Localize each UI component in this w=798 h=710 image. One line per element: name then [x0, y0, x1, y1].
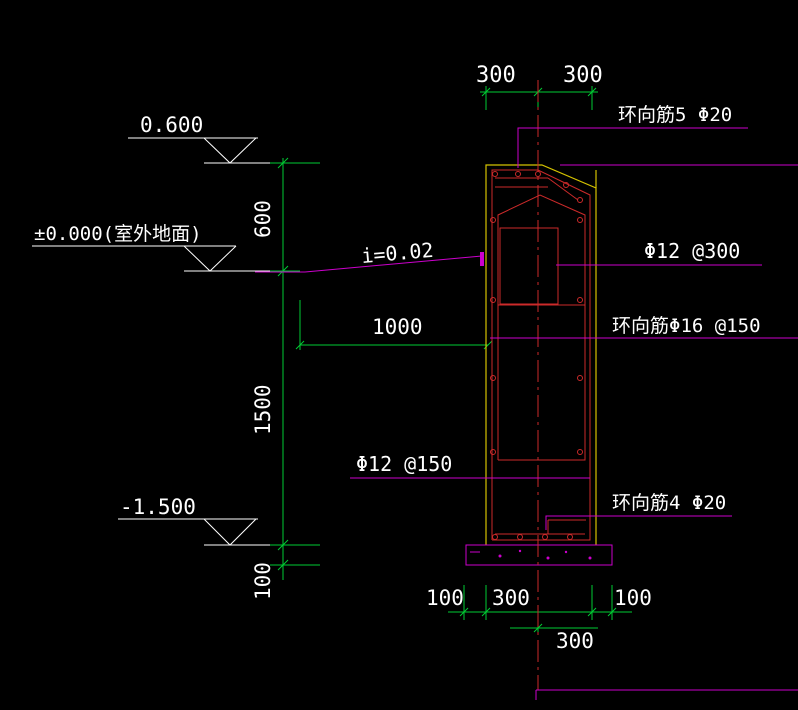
bottom-dimension-chain [448, 585, 632, 634]
elevation-ground-label: ±0.000(室外地面) [34, 223, 202, 245]
elevation-marker-bottom [118, 518, 320, 546]
rebar-label-ring-150: 环向筋Φ16 @150 [612, 315, 761, 337]
slope-label: i=0.02 [360, 238, 434, 268]
dim-bottom-wall: 300 [492, 586, 530, 610]
rebar-bars [490, 171, 583, 540]
top-dimension-chain [480, 86, 598, 110]
rebar-label-top-ring: 环向筋5 Φ20 [618, 104, 732, 126]
elevation-marker-ground [32, 245, 270, 272]
dim-top-left: 300 [476, 63, 516, 88]
ground-slope-line [255, 252, 484, 273]
elevation-top-label: 0.600 [140, 113, 203, 137]
dim-top-right: 300 [563, 63, 603, 88]
elevation-bottom-label: -1.500 [120, 495, 196, 519]
dimension-1000 [295, 300, 493, 350]
concrete-wall-outline [485, 164, 597, 545]
dim-height-main: 1500 [251, 384, 275, 435]
rebar-label-stirrup-150: Φ12 @150 [356, 452, 452, 476]
base-pad [465, 544, 613, 566]
dim-bottom-right-pad: 100 [614, 586, 652, 610]
leader-lines [350, 127, 798, 700]
elevation-marker-top [128, 137, 320, 164]
vertical-dimension-chain [270, 157, 320, 580]
dim-height-upper: 600 [251, 200, 275, 238]
rebar-label-stirrup-300: Φ12 @300 [644, 239, 740, 263]
dim-bottom-half: 300 [556, 629, 594, 653]
dim-bottom-left-pad: 100 [426, 586, 464, 610]
dim-horizontal-1000: 1000 [372, 315, 423, 339]
rebar-label-bottom-ring: 环向筋4 Φ20 [612, 492, 726, 514]
rebar-cage [491, 169, 591, 541]
dim-height-base: 100 [251, 562, 275, 600]
